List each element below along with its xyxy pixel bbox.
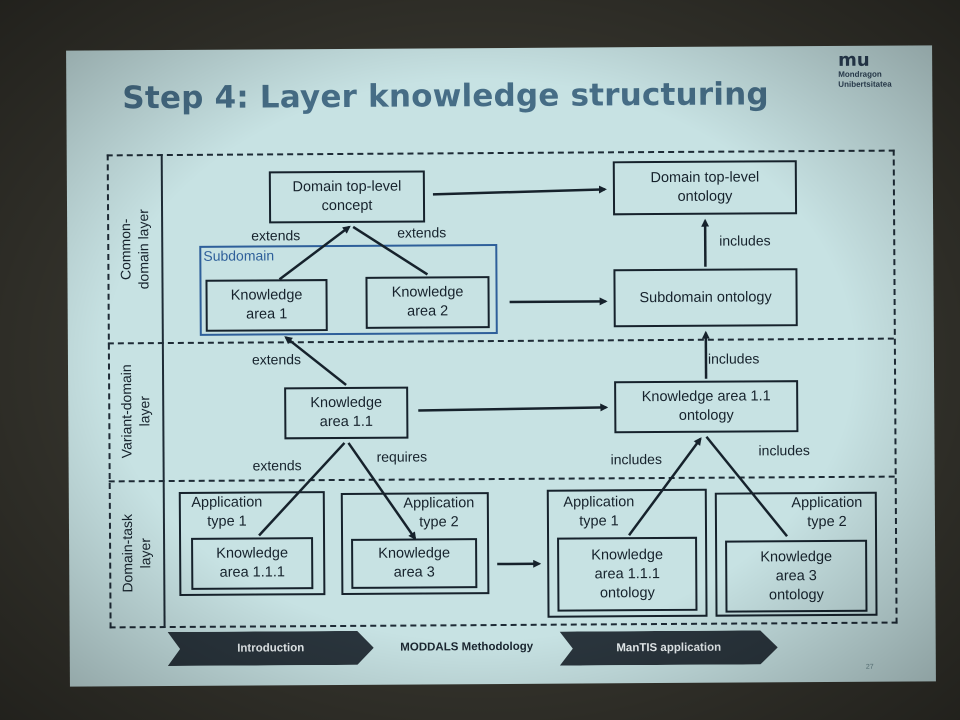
includes-low-left-line: [628, 437, 702, 536]
nav-moddals-methodology[interactable]: MODDALS Methodology: [400, 640, 534, 654]
page-number: 27: [865, 663, 874, 671]
ka1-extends-top-line: [278, 225, 351, 281]
ka11-extends-ka1-line: [284, 336, 347, 386]
edge-label-includes-low-right: includes: [758, 442, 810, 459]
edge-label-extends-right: extends: [397, 224, 447, 241]
nav-introduction[interactable]: Introduction: [168, 631, 374, 666]
concept-to-ontology-arrow: [432, 185, 607, 196]
ka2-extends-top-line: [352, 225, 429, 276]
connector-arrows: [258, 185, 789, 568]
edge-label-includes-top: includes: [719, 232, 771, 249]
subdomain-to-ontology-arrow: [509, 297, 608, 306]
nav-mantis-application[interactable]: ManTIS application: [560, 630, 778, 665]
edge-label-extends-left: extends: [251, 227, 301, 244]
includes-low-right-line: [705, 435, 789, 538]
ka11-to-ontology-arrow: [418, 403, 609, 412]
edge-label-extends-low: extends: [252, 457, 302, 474]
edge-label-requires: requires: [376, 448, 428, 465]
edge-label-extends-mid: extends: [251, 351, 302, 368]
ka11-requires-app2-line: [347, 442, 417, 541]
edge-label-includes-low-left: includes: [610, 451, 662, 468]
edge-label-includes-mid: includes: [707, 350, 760, 367]
app1-extends-ka11-line: [258, 442, 346, 537]
projected-slide: mu Mondragon Unibertsitatea Step 4: Laye…: [66, 45, 936, 687]
